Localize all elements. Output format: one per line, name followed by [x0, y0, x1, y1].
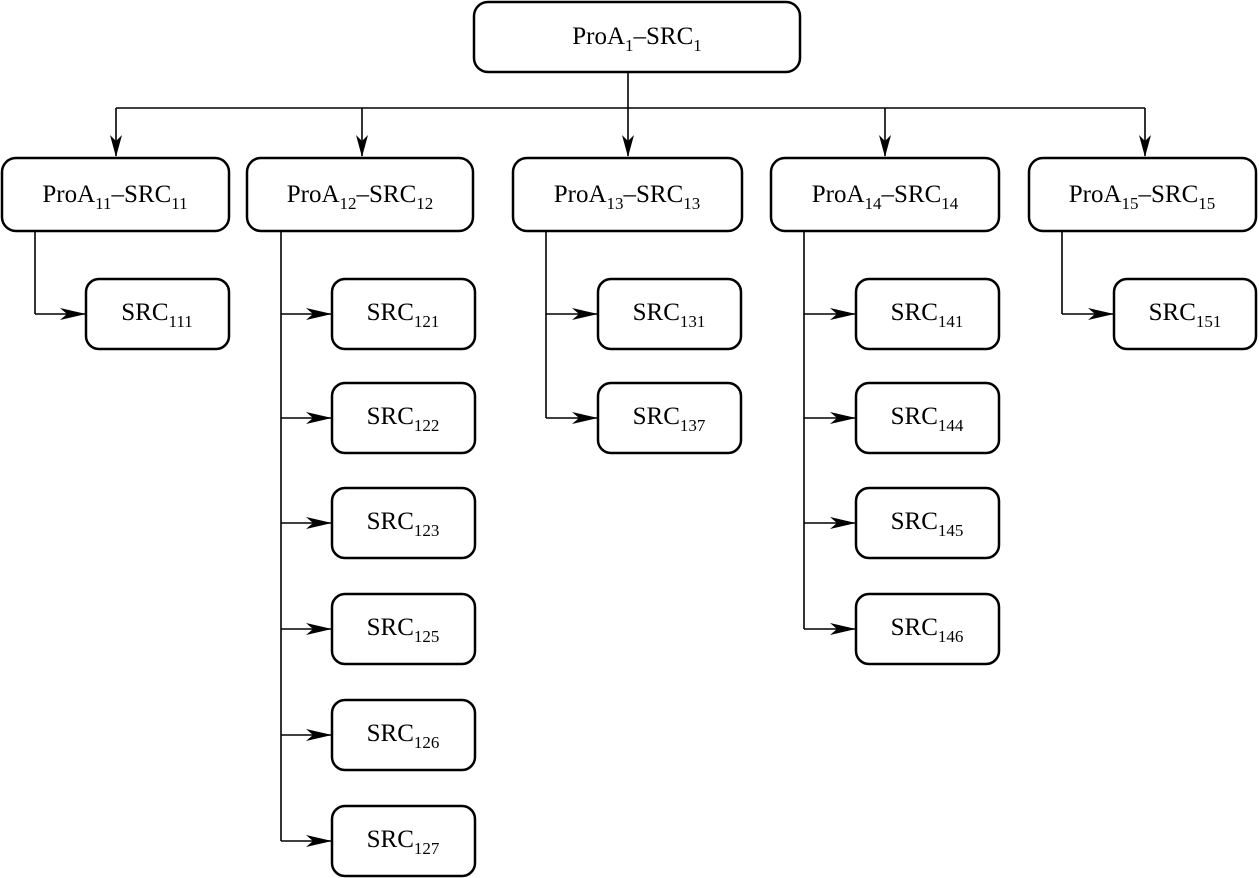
node-b14: ProA14–SRC14 [769, 156, 1001, 233]
node-c137-label: SRC137 [633, 403, 706, 435]
node-c123: SRC123 [330, 486, 477, 560]
node-b14-label: ProA14–SRC14 [812, 181, 959, 213]
node-b11-label: ProA11–SRC11 [42, 181, 187, 213]
node-c137: SRC137 [596, 381, 743, 455]
node-c127: SRC127 [330, 804, 477, 878]
node-c126: SRC126 [330, 698, 477, 772]
node-c144-label: SRC144 [891, 403, 964, 435]
node-c125-label: SRC125 [367, 614, 440, 646]
node-c145: SRC145 [854, 486, 1001, 560]
node-c141-label: SRC141 [891, 299, 964, 331]
node-c125: SRC125 [330, 592, 477, 666]
node-c111-label: SRC111 [121, 299, 193, 331]
node-c151-label: SRC151 [1149, 299, 1222, 331]
node-b15-label: ProA15–SRC15 [1069, 181, 1216, 213]
node-c146: SRC146 [854, 592, 1001, 666]
node-c122-label: SRC122 [367, 403, 440, 435]
node-c123-label: SRC123 [367, 508, 440, 540]
node-c141: SRC141 [854, 277, 1001, 351]
node-c122: SRC122 [330, 381, 477, 455]
connectors [34, 72, 1151, 847]
root-node-label: ProA1–SRC1 [572, 23, 702, 55]
node-c126-label: SRC126 [367, 720, 440, 752]
node-c146-label: SRC146 [891, 614, 964, 646]
node-c127-label: SRC127 [367, 826, 440, 858]
node-c145-label: SRC145 [891, 508, 964, 540]
node-c131-label: SRC131 [633, 299, 706, 331]
node-c111: SRC111 [84, 277, 231, 351]
node-c121-label: SRC121 [367, 299, 440, 331]
node-b13: ProA13–SRC13 [511, 156, 744, 233]
node-b15: ProA15–SRC15 [1027, 156, 1258, 233]
node-c121: SRC121 [330, 277, 477, 351]
node-c131: SRC131 [596, 277, 743, 351]
node-b12: ProA12–SRC12 [245, 156, 475, 233]
node-b12-label: ProA12–SRC12 [287, 181, 434, 213]
node-c144: SRC144 [854, 381, 1001, 455]
node-b11: ProA11–SRC11 [0, 156, 231, 233]
root-node: ProA1–SRC1 [472, 0, 802, 74]
node-c151: SRC151 [1112, 277, 1258, 351]
node-b13-label: ProA13–SRC13 [554, 181, 701, 213]
